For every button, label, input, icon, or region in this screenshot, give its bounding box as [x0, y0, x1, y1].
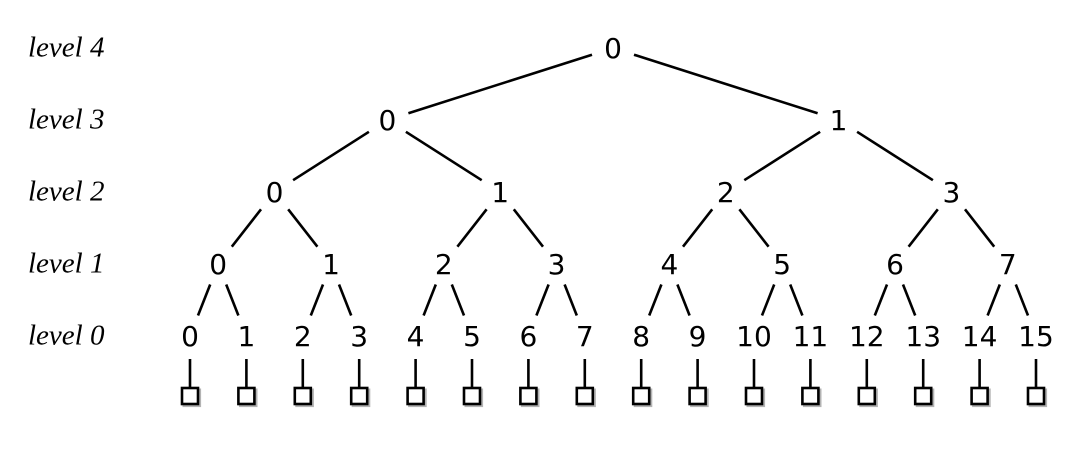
row-label-level-0: level 0 [28, 319, 105, 352]
tree-node-level-1-0: 0 [209, 248, 227, 281]
tree-node-level-0-9: 9 [689, 320, 707, 353]
tree-node-level-1-2: 2 [435, 248, 453, 281]
tree-edge [743, 130, 821, 182]
tree-node-level-0-13: 13 [905, 320, 941, 353]
tree-node-level-1-4: 4 [660, 248, 678, 281]
leaf-square [575, 386, 595, 406]
tree-node-level-1-7: 7 [999, 248, 1017, 281]
leaf-square [801, 386, 820, 406]
tree-edge [230, 208, 263, 248]
tree-node-level-2-3: 3 [942, 176, 960, 209]
tree-edge [633, 53, 818, 115]
leaf-square [744, 386, 764, 406]
tree-edge [196, 284, 212, 316]
tree-edge [535, 284, 550, 316]
leaf-square [857, 386, 877, 406]
tree-edge [901, 284, 917, 316]
leaf-square [688, 386, 707, 406]
tree-node-level-0-1: 1 [237, 320, 255, 353]
tree-edge [986, 284, 1002, 316]
tree-edge [224, 284, 240, 316]
tree-node-level-0-15: 15 [1018, 320, 1054, 353]
leaf-markers [180, 359, 1048, 408]
row-label-level-2: level 2 [28, 175, 105, 208]
tree-edge [337, 284, 353, 316]
leaf-square [406, 386, 425, 406]
tree-node-level-0-7: 7 [576, 320, 594, 353]
tree-edges [196, 53, 1030, 316]
row-label-level-4: level 4 [28, 31, 105, 64]
tree-node-level-0-0: 0 [181, 320, 199, 353]
row-label-level-1: level 1 [28, 247, 105, 280]
tree-node-level-1-5: 5 [773, 248, 791, 281]
leaf-square [462, 386, 482, 406]
tree-edge [788, 284, 804, 316]
tree-node-level-2-1: 1 [491, 176, 509, 209]
tree-node-level-2-2: 2 [717, 176, 735, 209]
tree-edge [907, 208, 939, 248]
row-label-level-3: level 3 [28, 103, 105, 136]
tree-node-level-0-6: 6 [519, 320, 537, 353]
tree-edge [405, 130, 483, 182]
tree-node-level-2-0: 0 [266, 176, 284, 209]
tree-edge [681, 208, 714, 248]
tree-node-level-0-14: 14 [962, 320, 998, 353]
tree-node-level-0-8: 8 [632, 320, 650, 353]
tree-node-level-0-12: 12 [849, 320, 885, 353]
tree-edge [760, 284, 776, 316]
tree-edge [408, 53, 593, 115]
tree-node-level-4-0: 0 [604, 32, 622, 65]
leaf-square [180, 386, 200, 406]
tree-edge [309, 284, 325, 316]
tree-edge [563, 284, 579, 316]
tree-node-level-1-6: 6 [886, 248, 904, 281]
tree-node-level-0-11: 11 [793, 320, 829, 353]
leaf-square [970, 386, 989, 406]
tree-edge [287, 208, 319, 248]
leaf-square [237, 386, 256, 406]
tree-node-level-1-1: 1 [322, 248, 340, 281]
tree-edge [647, 284, 663, 316]
tree-edge [873, 284, 889, 316]
tree-node-level-1-3: 3 [548, 248, 566, 281]
leaf-square [293, 386, 313, 406]
tree-node-level-3-0: 0 [378, 104, 396, 137]
leaf-square [519, 386, 538, 406]
tree-edge [676, 284, 691, 316]
tree-edge [1014, 284, 1030, 316]
tree-node-level-0-4: 4 [407, 320, 425, 353]
tree-edge [856, 130, 934, 182]
tree-edge [512, 208, 545, 248]
tree-edge [292, 130, 370, 182]
leaf-square [1026, 386, 1046, 406]
leaf-square [349, 386, 369, 406]
tree-node-level-0-5: 5 [463, 320, 481, 353]
tree-node-level-0-10: 10 [736, 320, 772, 353]
tree-edge [450, 284, 466, 316]
tree-node-level-3-1: 1 [830, 104, 848, 137]
tree-node-level-0-2: 2 [294, 320, 312, 353]
tree-edge [422, 284, 438, 316]
tree-edge [738, 208, 770, 248]
tree-edge [456, 208, 488, 248]
leaf-square [913, 386, 933, 406]
tree-node-level-0-3: 3 [350, 320, 368, 353]
leaf-square [631, 386, 651, 406]
tree-edge [963, 208, 996, 248]
